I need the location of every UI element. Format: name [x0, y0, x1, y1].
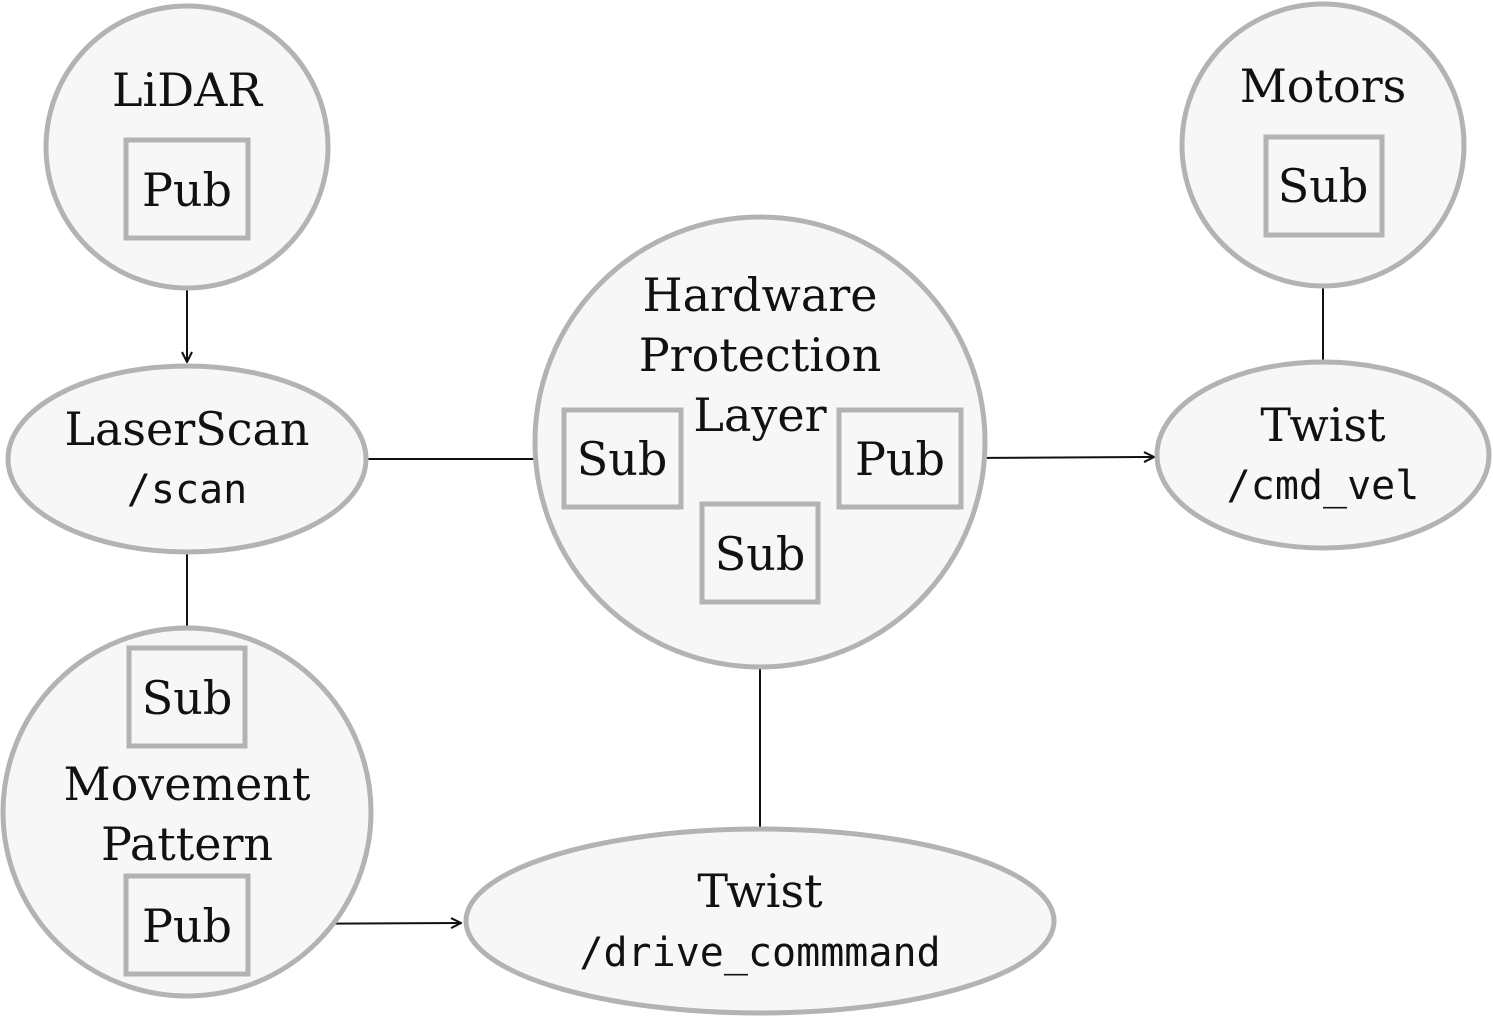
twist-drive-command-topic: Twist /drive_commmand — [463, 826, 1057, 1016]
laserscan-topic: LaserScan /scan — [5, 363, 369, 555]
movement-sub-label: Sub — [142, 671, 233, 725]
twist-cmd-vel-topic: Twist /cmd_vel — [1154, 359, 1492, 551]
lidar-node: LiDAR Pub — [43, 3, 331, 291]
motors-node: Motors Sub — [1179, 1, 1467, 289]
movement-pub-port — [123, 873, 251, 977]
hardware-protection-layer-node: Hardware Protection Layer Sub Pub Sub — [532, 214, 988, 670]
lidar-title: LiDAR — [112, 63, 263, 117]
twist-cmd-vel-topic-name: /cmd_vel — [1227, 463, 1420, 509]
hpl-pub-port-right — [836, 407, 964, 510]
twist-cmd-vel-title: Twist — [1260, 398, 1386, 452]
edge-hpl-to-cmdvel — [963, 457, 1154, 458]
lidar-pub-label: Pub — [142, 163, 232, 217]
motors-title: Motors — [1240, 59, 1407, 113]
motors-sub-label: Sub — [1278, 159, 1369, 213]
twist-drive-title: Twist — [697, 864, 823, 918]
twist-drive-topic-name: /drive_commmand — [579, 930, 940, 976]
hpl-title-line-1: Hardware — [643, 268, 878, 322]
movement-sub-port — [126, 645, 248, 749]
movement-title-line-2: Pattern — [101, 817, 273, 871]
laserscan-title: LaserScan — [64, 402, 309, 456]
hpl-title-line-2: Protection — [639, 328, 882, 382]
laserscan-topic-name: /scan — [127, 467, 247, 513]
hpl-pub-right-label: Pub — [855, 432, 945, 486]
hpl-title-line-3: Layer — [693, 388, 826, 442]
movement-pub-label: Pub — [142, 899, 232, 953]
hpl-sub-port-left — [561, 407, 684, 510]
hpl-sub-bottom-label: Sub — [715, 527, 806, 581]
movement-pattern-node: Sub Movement Pattern Pub — [0, 625, 374, 999]
hpl-sub-port-bottom — [699, 501, 821, 605]
hpl-sub-left-label: Sub — [577, 432, 668, 486]
motors-sub-port — [1263, 134, 1385, 238]
movement-title-line-1: Movement — [64, 757, 311, 811]
lidar-pub-port — [123, 137, 251, 241]
